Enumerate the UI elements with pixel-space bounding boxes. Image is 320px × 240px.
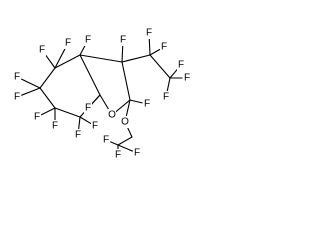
label-background bbox=[102, 134, 110, 146]
fluorine-label: F bbox=[115, 150, 121, 161]
fluorine-label: F bbox=[184, 73, 190, 84]
fluorine-bond bbox=[149, 48, 161, 56]
fluorine-label: F bbox=[146, 28, 152, 39]
fluorine-bond bbox=[110, 141, 119, 146]
label-background bbox=[114, 149, 122, 161]
label-background bbox=[51, 120, 59, 132]
substituent-bond bbox=[117, 136, 133, 146]
fluorine-label: F bbox=[75, 130, 81, 141]
fluorine-label: F bbox=[134, 148, 140, 159]
ring-oxygen-label: O bbox=[108, 110, 116, 121]
fluorine-bond bbox=[117, 144, 133, 152]
label-background bbox=[143, 98, 151, 110]
label-background bbox=[74, 129, 82, 141]
fluorine-bond bbox=[166, 77, 171, 93]
fluorine-bond bbox=[169, 68, 179, 79]
fluorine-label: F bbox=[52, 121, 58, 132]
fluorine-bond bbox=[79, 116, 92, 124]
ring-bond bbox=[121, 61, 131, 101]
fluorine-label: F bbox=[144, 99, 150, 110]
label-background bbox=[160, 41, 168, 53]
fluorine-label: F bbox=[103, 135, 109, 146]
fluorine-bond bbox=[148, 37, 151, 56]
ring-bond bbox=[39, 87, 56, 109]
label-background bbox=[133, 147, 141, 159]
fluorine-bond bbox=[90, 94, 101, 105]
fluorine-label: F bbox=[85, 35, 91, 46]
fluorine-label: F bbox=[161, 42, 167, 53]
fluorine-bond bbox=[121, 44, 124, 63]
label-background bbox=[119, 34, 127, 46]
fluorine-label: F bbox=[120, 35, 126, 46]
fluorine-label: F bbox=[65, 38, 71, 49]
ring-bond bbox=[39, 67, 56, 89]
methoxy-oxygen-label: O bbox=[121, 117, 129, 128]
label-background bbox=[162, 91, 170, 103]
label-background bbox=[33, 111, 41, 123]
fluorine-label: F bbox=[92, 121, 98, 132]
fluorine-bond bbox=[78, 116, 81, 131]
label-background bbox=[13, 71, 21, 83]
fluorine-bond bbox=[44, 53, 56, 69]
substituent-bond bbox=[149, 54, 171, 79]
fluorine-label: F bbox=[34, 112, 40, 123]
ring-bond bbox=[54, 107, 81, 118]
substituent-bond bbox=[121, 54, 151, 63]
fluorine-label: F bbox=[178, 60, 184, 71]
fluorine-label: F bbox=[163, 92, 169, 103]
fluorine-label: F bbox=[14, 72, 20, 83]
fluorine-bond bbox=[54, 46, 67, 69]
fluorine-label: F bbox=[39, 45, 45, 56]
ring-bond bbox=[54, 54, 81, 69]
label-background bbox=[183, 72, 191, 84]
fluorine-bond bbox=[79, 43, 87, 56]
label-background bbox=[177, 59, 185, 71]
label-background bbox=[64, 37, 72, 49]
label-background bbox=[108, 109, 116, 121]
fluorine-bond bbox=[129, 99, 143, 104]
label-background bbox=[84, 102, 92, 114]
label-background bbox=[84, 34, 92, 46]
label-background bbox=[121, 116, 129, 128]
label-background bbox=[13, 91, 21, 103]
ring-bond bbox=[79, 54, 123, 63]
label-background bbox=[145, 27, 153, 39]
fluorine-bond bbox=[21, 87, 41, 96]
label-background bbox=[91, 120, 99, 132]
fluorine-label: F bbox=[14, 92, 20, 103]
fluorine-label: F bbox=[85, 103, 91, 114]
ring-bond bbox=[79, 54, 101, 96]
fluorine-bond bbox=[20, 78, 41, 89]
label-background bbox=[38, 44, 46, 56]
fluorine-bond bbox=[40, 107, 56, 116]
